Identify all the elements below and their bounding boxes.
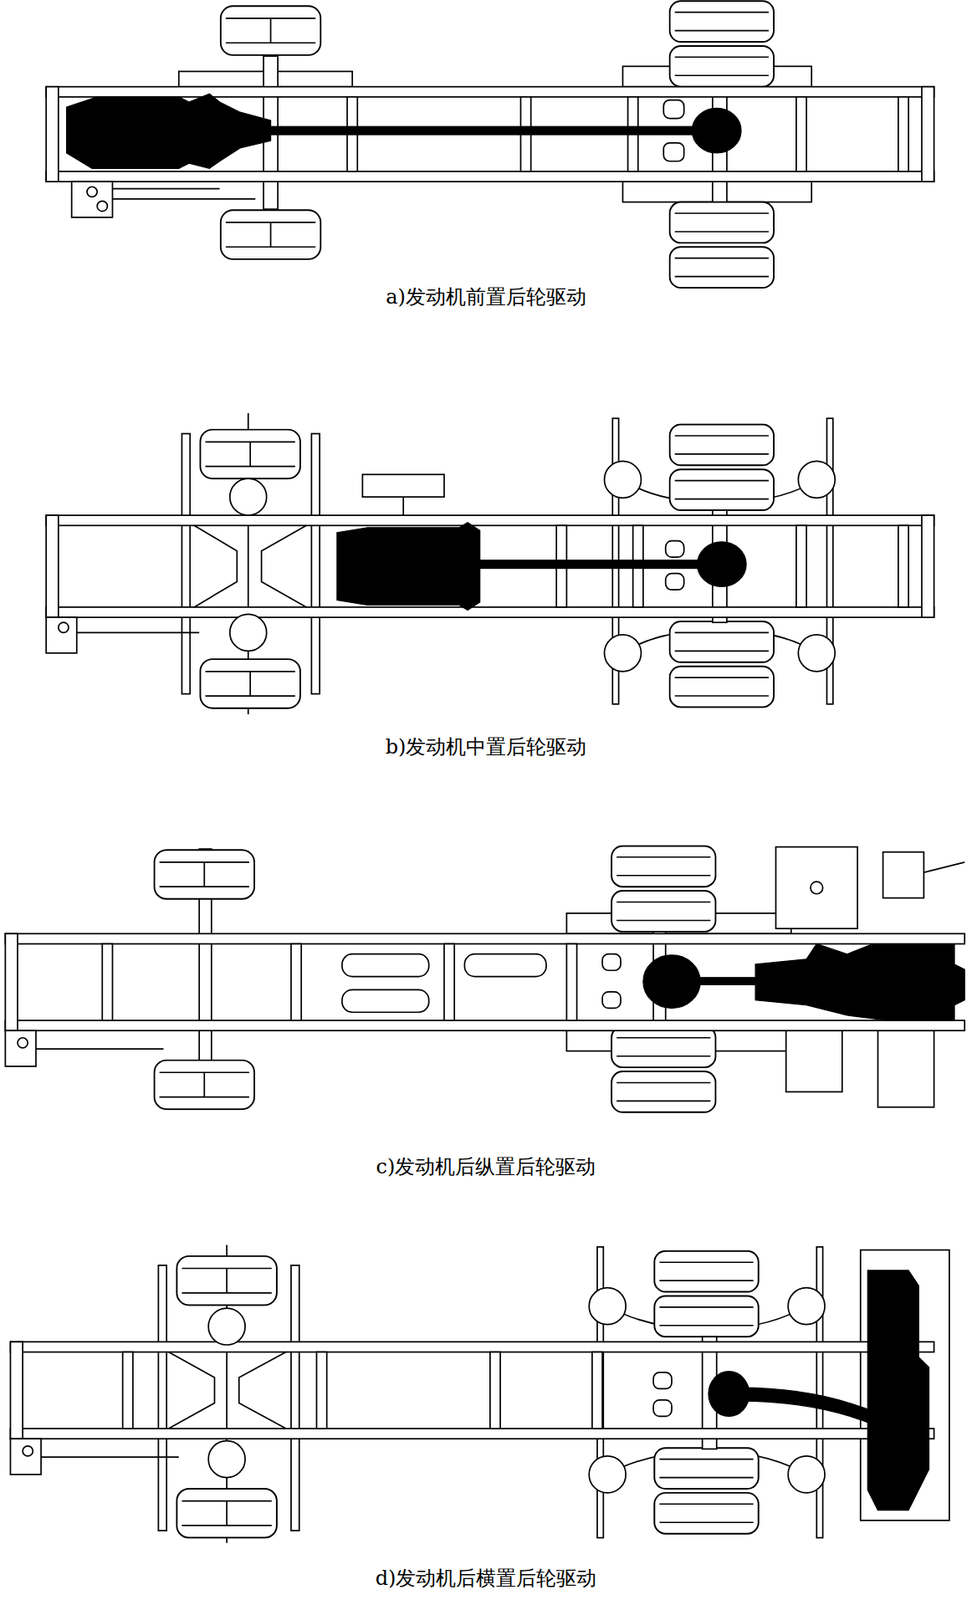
chassis-d: [10, 1244, 949, 1543]
figure-caption: b)发动机中置后轮驱动: [385, 734, 588, 760]
chassis-c: [5, 845, 965, 1112]
figure-caption: c)发动机后纵置后轮驱动: [376, 1154, 597, 1180]
chassis-b: [46, 413, 934, 715]
figure-caption: a)发动机前置后轮驱动: [385, 284, 587, 310]
chassis-a: [46, 0, 934, 288]
figure-caption: d)发动机后横置后轮驱动: [375, 1565, 598, 1592]
